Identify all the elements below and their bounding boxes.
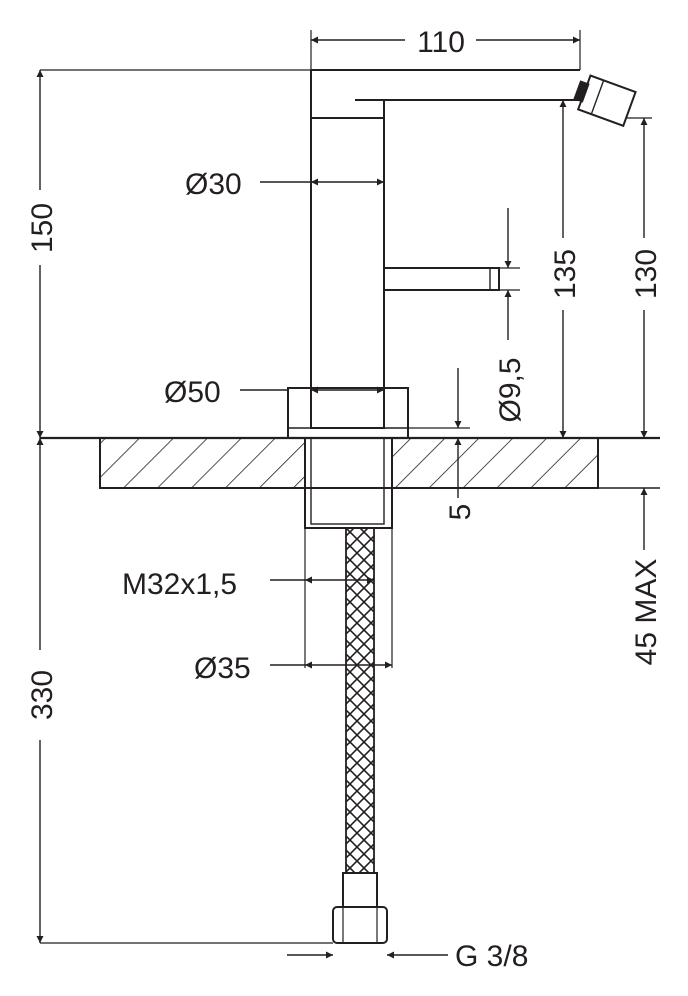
dimension-lines: [36, 36, 648, 959]
shank-inner: [310, 437, 385, 525]
label-g-3-8: G 3/8: [455, 940, 528, 973]
label-5: 5: [444, 504, 477, 521]
under-deck-fitting: [40, 437, 393, 944]
label-dia-30: Ø30: [185, 168, 242, 201]
label-dia-50: Ø50: [164, 376, 221, 409]
dimension-labels: 110 150 330 135 130 Ø30 Ø50 Ø9,5 5 45 MA…: [26, 26, 663, 973]
label-m32: M32x1,5: [122, 568, 237, 601]
connector-nut: [332, 906, 388, 944]
label-45-max: 45 MAX: [630, 559, 663, 666]
handle-lever: [383, 267, 500, 291]
label-dia-35: Ø35: [194, 652, 251, 685]
label-110: 110: [417, 26, 465, 59]
label-dia-9-5: Ø9,5: [494, 357, 527, 422]
label-130: 130: [630, 249, 663, 299]
hose-ferrule: [342, 872, 378, 908]
label-150: 150: [26, 203, 59, 253]
mixer-body: [287, 69, 637, 439]
countertop-hatch-left: [100, 438, 305, 488]
nozzle-head: [573, 74, 637, 128]
countertop-hatch-right: [392, 438, 598, 488]
base-flange: [287, 387, 409, 439]
countertop-section: [40, 436, 660, 489]
body-column: [310, 117, 385, 429]
braided-hose: [346, 528, 374, 873]
label-135: 135: [549, 249, 582, 299]
threaded-shank: [304, 437, 393, 529]
label-330: 330: [26, 670, 59, 720]
